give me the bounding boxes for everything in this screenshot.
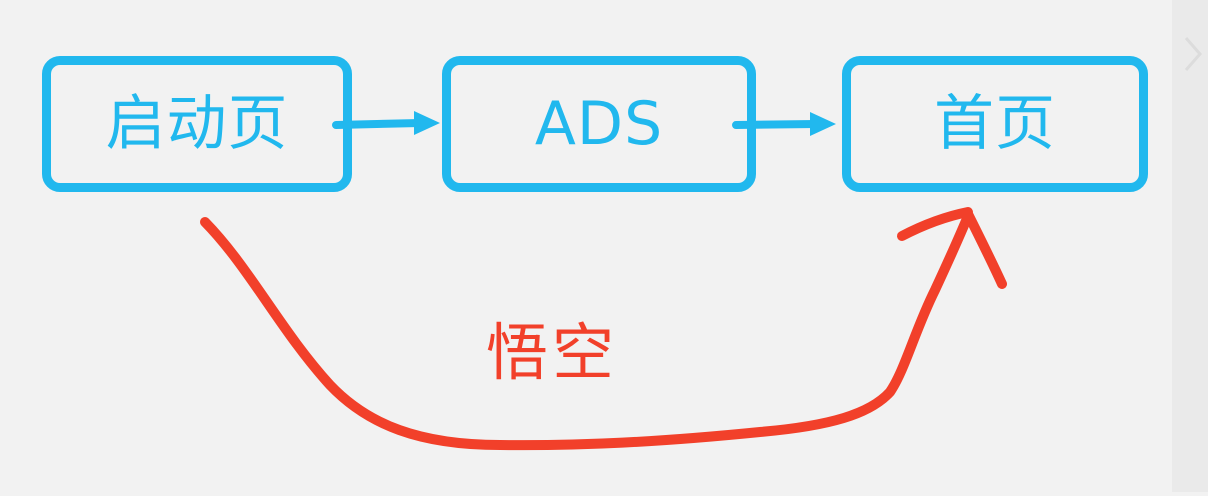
chevron-right-icon	[1184, 37, 1202, 71]
node-ads-label: ADS	[534, 89, 664, 159]
node-splash-label: 启动页	[105, 89, 289, 159]
node-home: 首页	[842, 56, 1148, 192]
arrow-ads-to-home	[732, 112, 836, 136]
arrow-splash-to-home	[200, 207, 1007, 451]
scroll-edge	[1172, 0, 1208, 492]
arrow-splash-to-ads	[332, 111, 440, 135]
node-home-label: 首页	[934, 89, 1056, 159]
edge-label-wukong: 悟空	[486, 316, 619, 389]
